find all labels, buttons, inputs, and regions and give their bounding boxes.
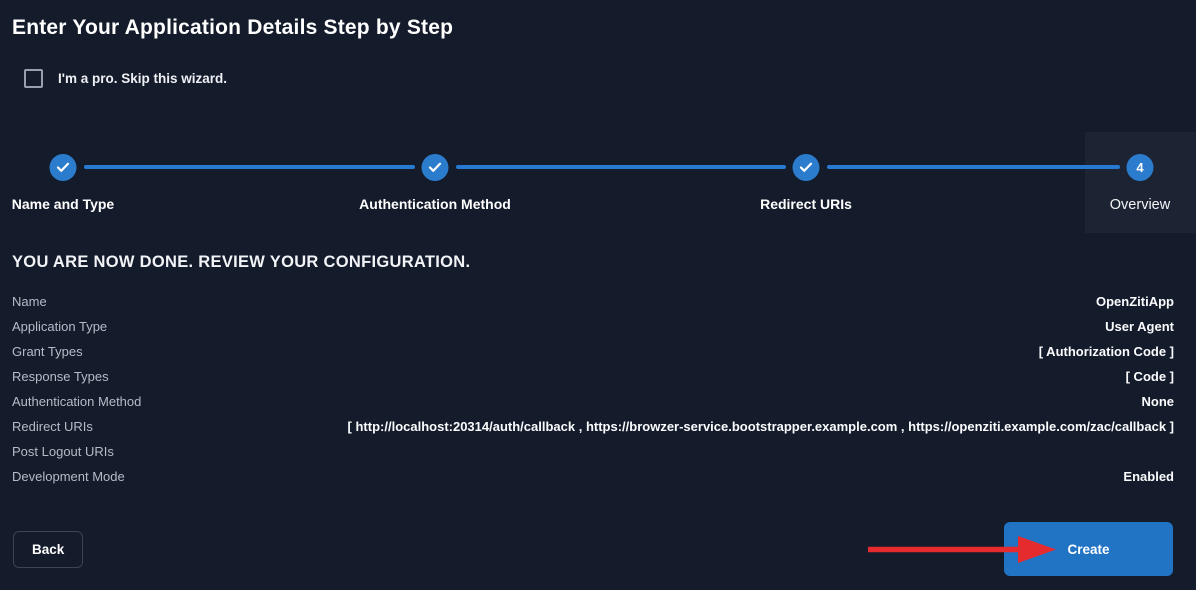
skip-wizard-checkbox[interactable] [24, 69, 43, 88]
step-4-number: 4 [1136, 160, 1144, 175]
review-row-application-type: Application Type User Agent [12, 314, 1174, 339]
review-row-development-mode: Development Mode Enabled [12, 464, 1174, 489]
step-3-circle[interactable] [792, 154, 820, 181]
review-row-grant-types: Grant Types [ Authorization Code ] [12, 339, 1174, 364]
review-row-response-types: Response Types [ Code ] [12, 364, 1174, 389]
row-value: [ http://localhost:20314/auth/callback ,… [347, 419, 1174, 434]
row-label: Post Logout URIs [12, 444, 114, 459]
check-icon [428, 162, 442, 173]
step-1-circle[interactable] [49, 154, 77, 181]
step-label-name-and-type: Name and Type [11, 196, 115, 212]
check-icon [799, 162, 813, 173]
step-2-circle[interactable] [421, 154, 449, 181]
skip-wizard-label: I'm a pro. Skip this wizard. [58, 71, 227, 86]
step-4-circle[interactable]: 4 [1126, 154, 1154, 181]
row-label: Authentication Method [12, 394, 142, 409]
skip-wizard-checkbox-row[interactable]: I'm a pro. Skip this wizard. [24, 69, 227, 88]
row-value: [ Code ] [1125, 369, 1174, 384]
row-value: [ Authorization Code ] [1038, 344, 1174, 359]
configuration-review-section: YOU ARE NOW DONE. REVIEW YOUR CONFIGURAT… [12, 253, 1174, 489]
current-step-highlight [1085, 132, 1196, 233]
review-row-name: Name OpenZitiApp [12, 289, 1174, 314]
row-value: Enabled [1123, 469, 1174, 484]
row-label: Response Types [12, 369, 109, 384]
review-rows: Name OpenZitiApp Application Type User A… [12, 289, 1174, 489]
wizard-stepper: 4 Name and Type Authentication Method Re… [0, 130, 1196, 236]
row-label: Name [12, 294, 47, 309]
row-label: Application Type [12, 319, 108, 334]
step-label-authentication-method: Authentication Method [359, 196, 511, 212]
row-label: Grant Types [12, 344, 83, 359]
row-value: OpenZitiApp [1096, 294, 1174, 309]
page-title: Enter Your Application Details Step by S… [12, 16, 454, 39]
review-row-post-logout-uris: Post Logout URIs [12, 439, 1174, 464]
step-label-redirect-uris: Redirect URIs [760, 196, 852, 212]
step-connector-line [456, 165, 786, 169]
row-value: User Agent [1105, 319, 1174, 334]
review-heading: YOU ARE NOW DONE. REVIEW YOUR CONFIGURAT… [12, 253, 471, 271]
step-connector-line [84, 165, 415, 169]
row-label: Redirect URIs [12, 419, 93, 434]
row-value: None [1141, 394, 1175, 409]
review-row-redirect-uris: Redirect URIs [ http://localhost:20314/a… [12, 414, 1174, 439]
create-button[interactable]: Create [1004, 522, 1173, 576]
check-icon [56, 162, 70, 173]
review-row-authentication-method: Authentication Method None [12, 389, 1174, 414]
step-label-overview: Overview [1109, 197, 1171, 213]
step-connector-line [827, 165, 1120, 169]
back-button[interactable]: Back [13, 531, 84, 568]
row-label: Development Mode [12, 469, 125, 484]
